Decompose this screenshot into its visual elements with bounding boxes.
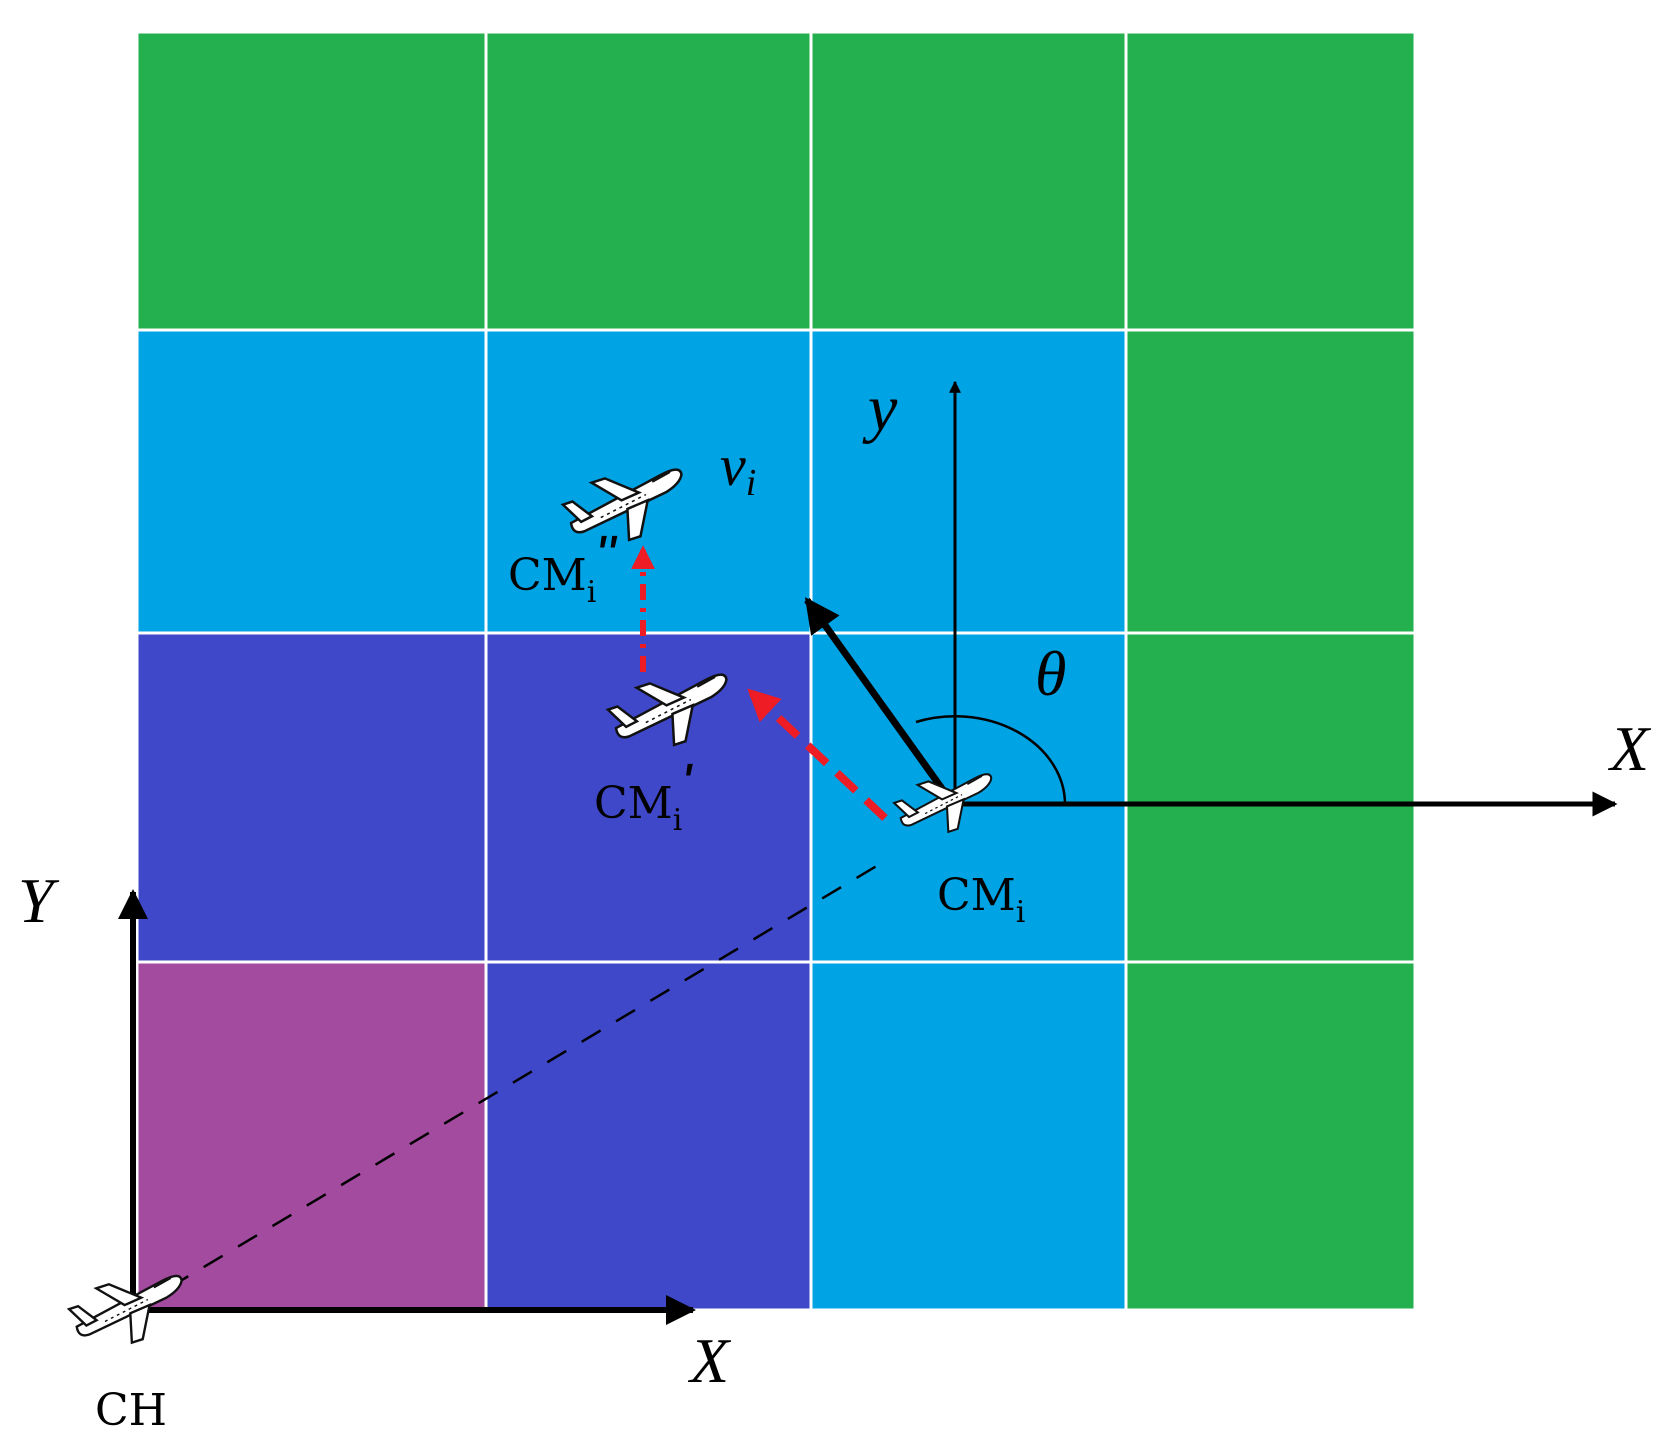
grid-cell-cyan	[809, 328, 1128, 635]
ch-label: CH	[95, 1385, 167, 1436]
velocity-label: vi	[720, 433, 756, 504]
grid-cell-green	[1124, 631, 1417, 964]
grid-cell-green	[809, 30, 1128, 332]
grid-cell-cyan	[135, 328, 488, 635]
cm-label: CMi	[937, 870, 1025, 930]
grid-cell-green	[1124, 30, 1417, 332]
grid-cell-green	[1124, 960, 1417, 1312]
grid-cell-green	[484, 30, 813, 332]
global-y-label: Y	[18, 865, 60, 936]
grid-cell-purple	[135, 960, 488, 1312]
global-x-label: X	[687, 1325, 732, 1396]
theta-label: θ	[1035, 638, 1066, 709]
grid-cell-blue	[135, 631, 488, 964]
cm-double-prime-label: CMiʺ	[508, 530, 621, 610]
grid-cell-green	[135, 30, 488, 332]
theta-arc	[915, 715, 1067, 805]
grid-cell-blue	[484, 960, 813, 1312]
local-y-label: y	[862, 372, 898, 445]
cm-prime-label: CMiʹ	[594, 758, 697, 838]
local-x-label: X	[1607, 713, 1652, 784]
grid-cell-green	[1124, 328, 1417, 635]
velocity-vector	[804, 597, 956, 807]
move-arrow-to-cm-prime	[747, 688, 888, 821]
ch-to-cm-dashed-line	[134, 856, 891, 1310]
grid-cells	[135, 30, 1417, 1312]
grid-cell-cyan	[809, 960, 1128, 1312]
